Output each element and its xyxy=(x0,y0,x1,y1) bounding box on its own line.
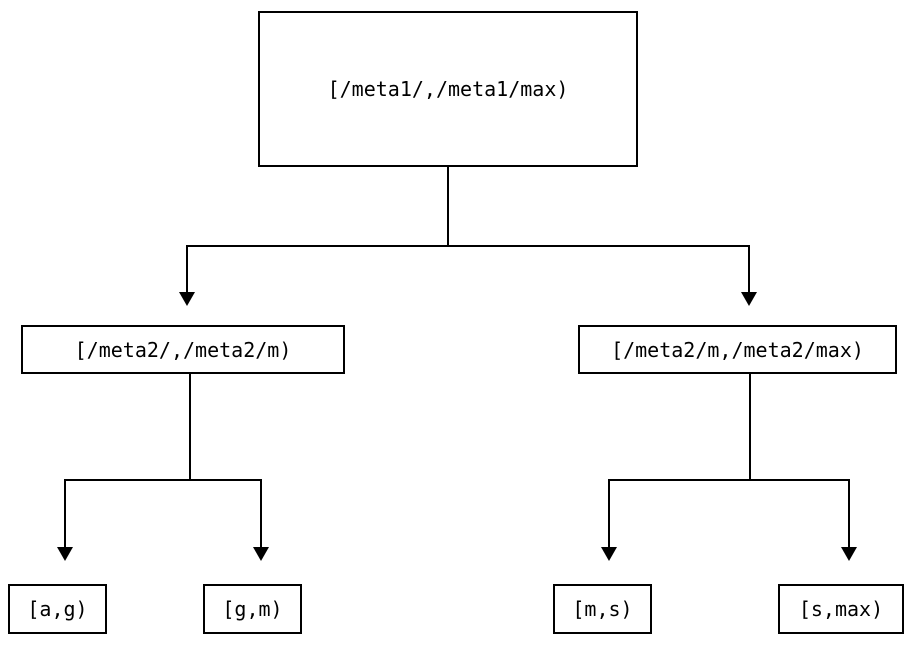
tree-node-leaf-ms[interactable]: [m,s) xyxy=(553,584,652,634)
arrowhead-to-leaf-ag xyxy=(57,547,73,561)
tree-node-leaf-smax-label: [s,max) xyxy=(798,597,884,621)
edge-meta2-high-bar xyxy=(608,479,850,481)
edge-meta2-low-to-leaf-gm-drop xyxy=(260,479,262,548)
tree-node-meta2-low[interactable]: [/meta2/,/meta2/m) xyxy=(21,325,345,374)
arrowhead-to-leaf-ms xyxy=(601,547,617,561)
tree-node-leaf-gm-label: [g,m) xyxy=(222,597,283,621)
edge-meta2-low-stem xyxy=(189,374,191,480)
tree-node-root-label: [/meta1/,/meta1/max) xyxy=(327,77,569,101)
edge-meta2-high-stem xyxy=(749,374,751,480)
tree-node-meta2-high[interactable]: [/meta2/m,/meta2/max) xyxy=(578,325,897,374)
edge-meta2-high-to-leaf-smax-drop xyxy=(848,479,850,548)
edge-meta2-high-to-leaf-ms-drop xyxy=(608,479,610,548)
edge-meta2-low-bar xyxy=(64,479,262,481)
tree-node-meta2-high-label: [/meta2/m,/meta2/max) xyxy=(611,337,864,362)
tree-node-leaf-gm[interactable]: [g,m) xyxy=(203,584,302,634)
tree-node-meta2-low-label: [/meta2/,/meta2/m) xyxy=(74,337,292,362)
edge-root-stem xyxy=(447,167,449,247)
arrowhead-to-meta2-high xyxy=(741,292,757,306)
tree-node-leaf-ms-label: [m,s) xyxy=(572,597,633,621)
tree-node-leaf-ag-label: [a,g) xyxy=(27,597,88,621)
edge-meta2-low-to-leaf-ag-drop xyxy=(64,479,66,548)
edge-root-to-meta2-high-drop xyxy=(748,245,750,293)
arrowhead-to-meta2-low xyxy=(179,292,195,306)
edge-root-bar xyxy=(186,245,750,247)
tree-node-root[interactable]: [/meta1/,/meta1/max) xyxy=(258,11,638,167)
arrowhead-to-leaf-gm xyxy=(253,547,269,561)
tree-node-leaf-ag[interactable]: [a,g) xyxy=(8,584,107,634)
arrowhead-to-leaf-smax xyxy=(841,547,857,561)
edge-root-to-meta2-low-drop xyxy=(186,245,188,293)
tree-node-leaf-smax[interactable]: [s,max) xyxy=(778,584,904,634)
